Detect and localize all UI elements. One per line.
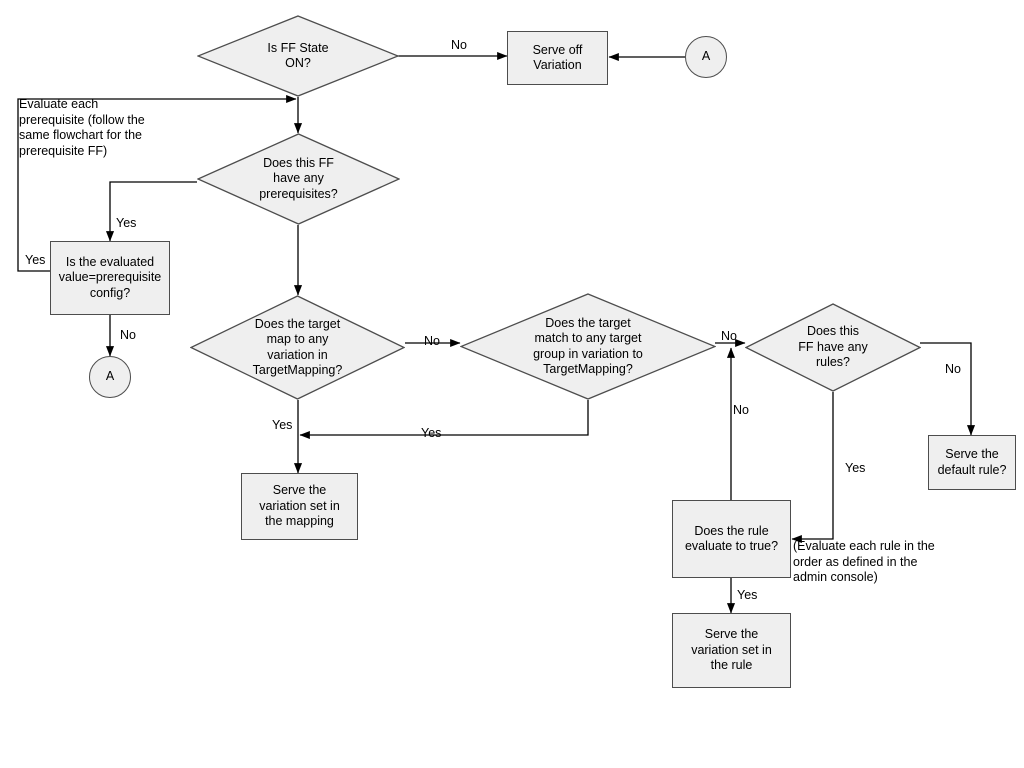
node-label: Does this FF have any prerequisites?: [259, 155, 338, 201]
node-does-target-map-to-variation[interactable]: Does the target map to any variation in …: [190, 295, 405, 400]
node-does-target-match-target-group[interactable]: Does the target match to any target grou…: [460, 293, 716, 400]
node-label: Does the target match to any target grou…: [533, 315, 643, 377]
edge-targetgroup-yes: [299, 400, 589, 440]
node-label: Is FF State ON?: [267, 40, 329, 71]
node-label: Does the rule evaluate to true?: [684, 523, 779, 554]
note-evaluate-each-prerequisite: Evaluate each prerequisite (follow the s…: [19, 97, 145, 158]
node-label: Does the target map to any variation in …: [252, 316, 343, 378]
edge-label-prereqconfig-no: No: [120, 328, 136, 342]
node-serve-variation-set-in-mapping[interactable]: Serve the variation set in the mapping: [241, 473, 358, 540]
node-label: Does this FF have any rules?: [798, 324, 868, 370]
node-label: A: [701, 49, 711, 64]
edge-label-prereq-yes: Yes: [116, 216, 137, 230]
edge-label-ruletrue-no: No: [733, 403, 749, 417]
node-serve-default-rule[interactable]: Serve the default rule?: [928, 435, 1016, 490]
edge-label-hasrules-yes: Yes: [845, 461, 866, 475]
node-label: Serve off Variation: [532, 42, 583, 73]
edge-label-prereqconfig-yes: Yes: [25, 253, 46, 267]
edge-label-ruletrue-yes: Yes: [737, 588, 758, 602]
edge-label-targetgroup-yes: Yes: [421, 426, 442, 440]
node-does-rule-evaluate-to-true[interactable]: Does the rule evaluate to true?: [672, 500, 791, 578]
diamond-shape: [190, 295, 405, 400]
node-connector-a-top[interactable]: A: [685, 36, 727, 78]
node-connector-a-bottom[interactable]: A: [89, 356, 131, 398]
node-label: Serve the variation set in the mapping: [259, 483, 340, 529]
note-evaluate-each-rule-order: (Evaluate each rule in the order as defi…: [793, 539, 935, 584]
diamond-shape: [460, 293, 716, 400]
node-serve-variation-set-in-rule[interactable]: Serve the variation set in the rule: [672, 613, 791, 688]
node-does-ff-have-prerequisites[interactable]: Does this FF have any prerequisites?: [197, 133, 400, 225]
node-label: Is the evaluated value=prerequisite conf…: [58, 254, 162, 300]
edge-hasrules-yes: [791, 392, 834, 544]
edge-label-hasrules-no: No: [945, 362, 961, 376]
node-label: A: [105, 369, 115, 384]
node-does-ff-have-rules[interactable]: Does this FF have any rules?: [745, 303, 921, 392]
node-is-evaluated-value-prerequisite-config[interactable]: Is the evaluated value=prerequisite conf…: [50, 241, 170, 315]
edge-hasrules-no: [920, 342, 976, 436]
edge-prereq-yes: [105, 181, 197, 242]
diamond-shape: [745, 303, 921, 392]
edge-label-targetgroup-no: No: [721, 329, 737, 343]
diamond-shape: [197, 133, 400, 225]
node-label: Serve the default rule?: [937, 447, 1007, 477]
edge-label-targetmap-no: No: [424, 334, 440, 348]
edge-label-ffstate-no: No: [451, 38, 467, 52]
node-serve-off-variation[interactable]: Serve off Variation: [507, 31, 608, 85]
node-label: Serve the variation set in the rule: [691, 627, 772, 673]
diamond-shape: [197, 15, 399, 97]
node-is-ff-state-on[interactable]: Is FF State ON?: [197, 15, 399, 97]
edge-label-targetmap-yes: Yes: [272, 418, 293, 432]
